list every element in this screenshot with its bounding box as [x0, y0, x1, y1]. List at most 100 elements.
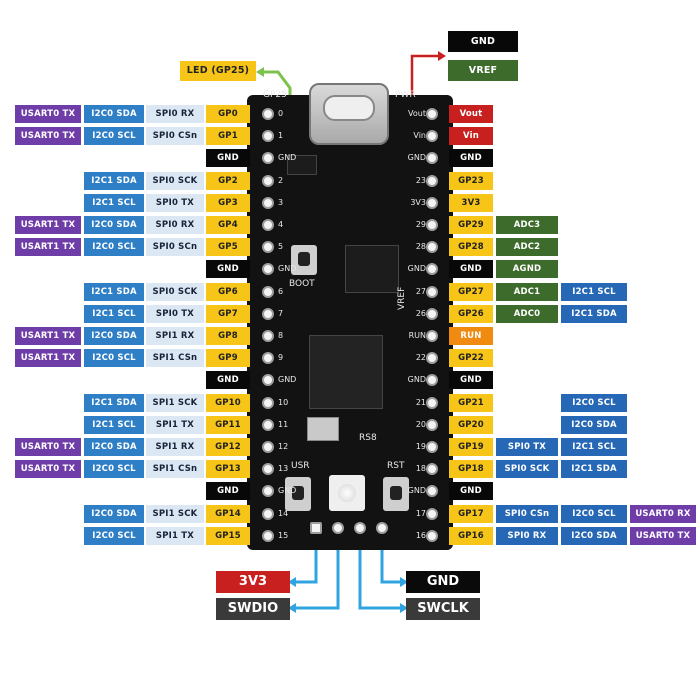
right-pin-label: GP28: [449, 238, 493, 257]
regulator-chip: [287, 155, 317, 175]
left-spi-label: SPI0 SCn: [146, 238, 204, 257]
right-pin-label: GP22: [449, 349, 493, 368]
right-i2c-label: I2C0 SCL: [561, 393, 627, 412]
left-header-pad: [262, 418, 274, 431]
left-gpio-label: GP6: [206, 282, 250, 301]
left-spi-label: SPI1 TX: [146, 526, 204, 545]
right-pin-label: GND: [449, 149, 493, 168]
left-header-pad: [262, 441, 274, 453]
left-pin-number: 3: [278, 197, 284, 207]
left-pin-number: 8: [278, 331, 284, 340]
left-header-pad: [262, 285, 274, 298]
silk-rs8: RS8: [359, 433, 377, 443]
left-gpio-label: GP9: [206, 349, 250, 368]
silk-gp25: GP25: [263, 90, 287, 100]
left-header-pad: [262, 108, 274, 120]
left-gpio-label: GP13: [206, 460, 250, 479]
right-pin-number: 27: [415, 286, 426, 296]
left-header-pad: [262, 485, 274, 498]
left-usart-label: USART1 TX: [15, 349, 81, 368]
left-usart-label: USART0 TX: [15, 105, 81, 123]
left-header-pad: [262, 152, 274, 165]
right-i2c-label: I2C0 SDA: [561, 526, 627, 545]
right-header-pad: [426, 219, 438, 231]
right-pin-label: GP29: [449, 216, 493, 234]
left-gpio-label: GP14: [206, 504, 250, 523]
right-pin-label: 3V3: [449, 193, 493, 212]
right-spi-label: SPI0 CSn: [496, 504, 558, 523]
right-header-pad: [426, 263, 438, 276]
left-i2c-label: I2C1 SDA: [84, 171, 144, 190]
right-pin-number: 23: [415, 175, 426, 185]
rst-button[interactable]: [383, 477, 409, 511]
right-adc-label: ADC0: [496, 304, 558, 323]
right-header-pad: [426, 196, 438, 209]
right-pin-number: Vout: [408, 109, 426, 118]
left-header-pad: [262, 307, 274, 320]
left-gnd-label: GND: [206, 371, 250, 390]
right-i2c-label: I2C1 SDA: [561, 304, 627, 323]
left-spi-label: SPI0 CSn: [146, 127, 204, 146]
right-pin-label: GND: [449, 260, 493, 279]
left-spi-label: SPI0 TX: [146, 304, 204, 323]
left-spi-label: SPI1 RX: [146, 327, 204, 345]
left-pin-number: 9: [278, 353, 284, 363]
left-gpio-label: GP11: [206, 415, 250, 434]
right-pin-number: 26: [415, 308, 426, 318]
left-spi-label: SPI0 RX: [146, 105, 204, 123]
swd-debug-pad: [354, 522, 366, 534]
led-arrow: [256, 67, 264, 77]
right-pin-number: 22: [415, 353, 426, 363]
left-gpio-label: GP4: [206, 216, 250, 234]
left-pin-number: 11: [278, 419, 289, 429]
right-pin-number: Vin: [413, 131, 426, 141]
swd-debug-pad: [376, 522, 388, 534]
right-pin-label: GP19: [449, 438, 493, 456]
left-gpio-label: GP2: [206, 171, 250, 190]
left-header-pad: [262, 263, 274, 276]
debug-wire-swclk: [358, 530, 402, 610]
usr-button[interactable]: [285, 477, 311, 511]
silk-pwr: PWR: [395, 90, 416, 100]
left-pin-number: 10: [278, 397, 289, 407]
right-usart-label: USART0 TX: [630, 526, 696, 545]
left-gpio-label: GP8: [206, 327, 250, 345]
left-i2c-label: I2C0 SCL: [84, 526, 144, 545]
left-pin-number: 2: [278, 175, 284, 185]
right-header-pad: [426, 108, 438, 120]
boot-button[interactable]: [291, 245, 317, 275]
left-pin-number: 13: [278, 464, 289, 474]
left-spi-label: SPI1 CSn: [146, 460, 204, 479]
right-header-pad: [426, 507, 438, 520]
left-i2c-label: I2C1 SCL: [84, 193, 144, 212]
left-i2c-label: I2C0 SCL: [84, 238, 144, 257]
left-gnd-label: GND: [206, 149, 250, 168]
top-vref-label: VREF: [448, 60, 518, 81]
left-usart-label: USART1 TX: [15, 238, 81, 257]
usb-c-connector: [309, 83, 389, 145]
right-header-pad: [426, 152, 438, 165]
left-pin-number: 7: [278, 308, 284, 318]
right-pin-label: GP27: [449, 282, 493, 301]
rgb-led: [329, 475, 365, 511]
debug-swclk-label: SWCLK: [406, 598, 480, 620]
left-i2c-label: I2C1 SCL: [84, 415, 144, 434]
left-pin-number: GND: [278, 153, 297, 163]
swd-debug-pad: [310, 522, 322, 534]
left-spi-label: SPI1 CSn: [146, 349, 204, 368]
silk-usr: USR: [291, 461, 310, 471]
right-adc-label: AGND: [496, 260, 558, 279]
debug-arrow-swdio: [288, 603, 296, 613]
left-usart-label: USART1 TX: [15, 216, 81, 234]
left-header-pad: [262, 130, 274, 143]
left-gpio-label: GP15: [206, 526, 250, 545]
right-header-pad: [426, 441, 438, 453]
left-spi-label: SPI1 TX: [146, 415, 204, 434]
right-header-pad: [426, 396, 438, 409]
debug-wire-swdio: [294, 530, 340, 610]
left-pin-number: 1: [278, 131, 284, 141]
left-spi-label: SPI1 SCK: [146, 393, 204, 412]
vref-arrow: [438, 51, 446, 61]
left-i2c-label: I2C0 SCL: [84, 127, 144, 146]
